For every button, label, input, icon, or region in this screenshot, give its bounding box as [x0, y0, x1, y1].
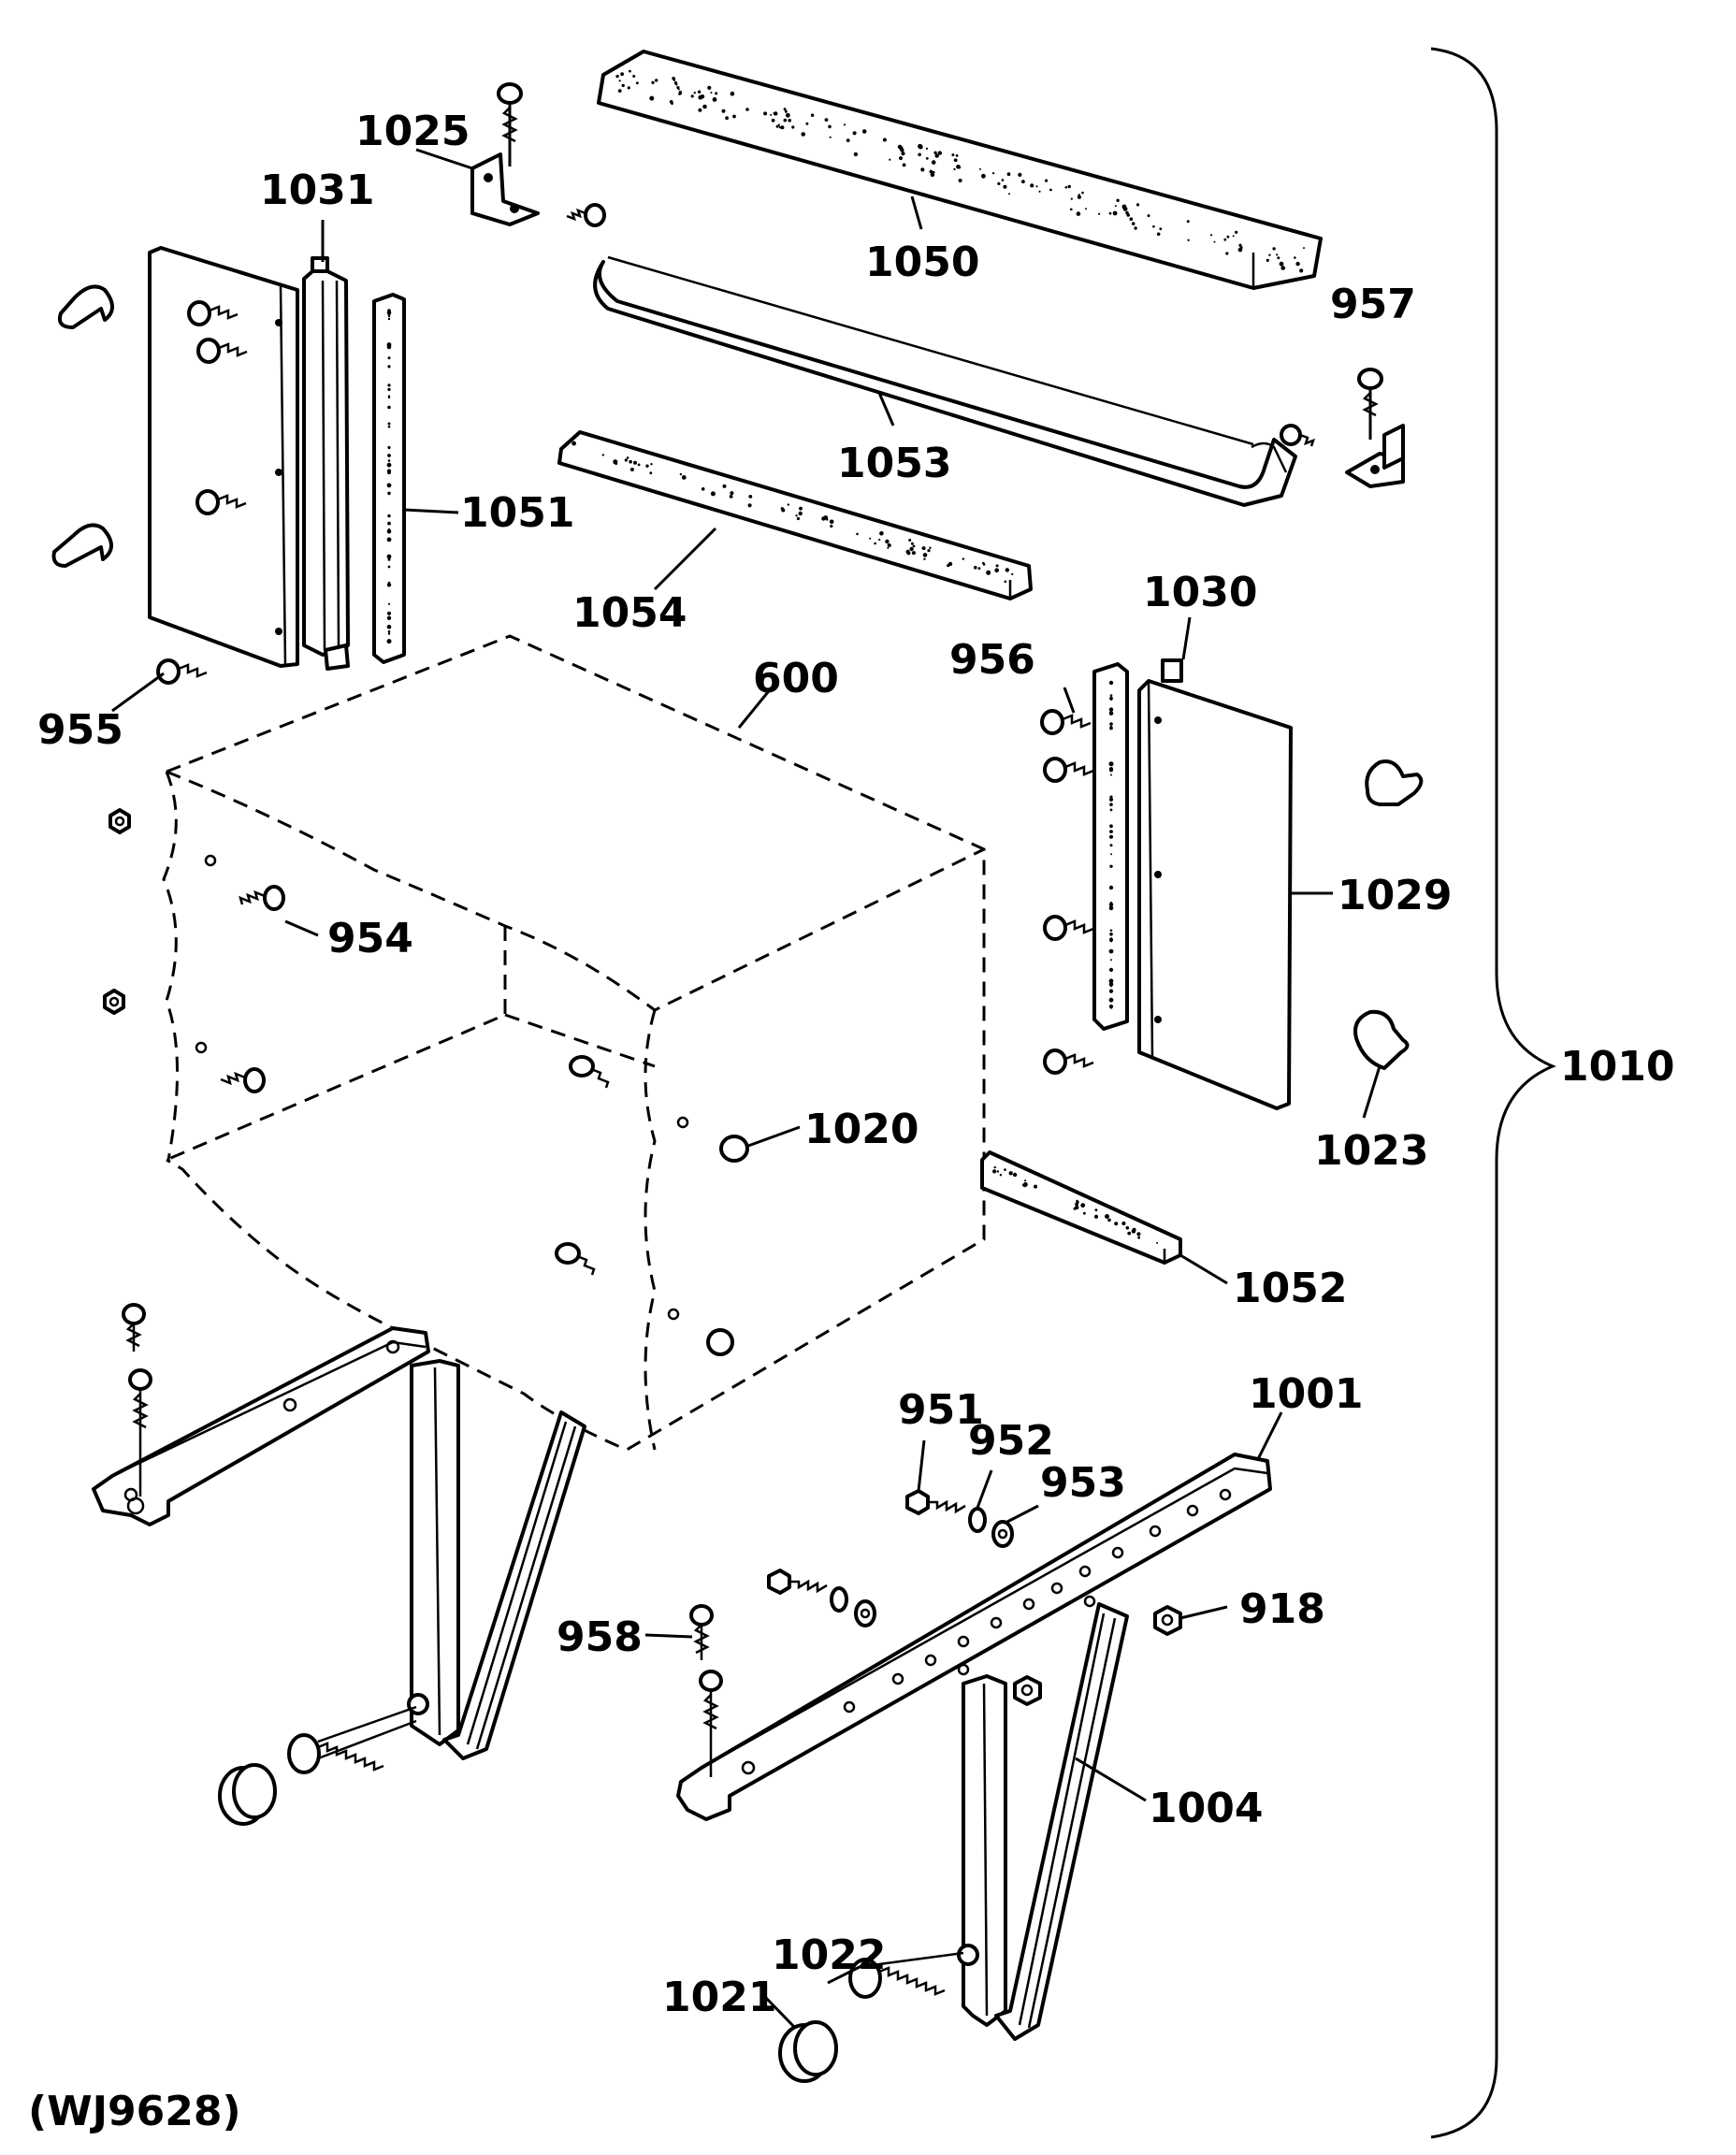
clip-right-upper [1365, 759, 1424, 806]
callout-labels: 1025 1031 1050 957 1053 1051 1054 1030 9… [28, 108, 1674, 2135]
label-600: 600 [753, 655, 839, 702]
screws-956 [1040, 709, 1094, 1075]
foam-strip-1050 [597, 50, 1323, 290]
right-leg-brace-1004 [957, 1602, 1129, 2041]
label-1031: 1031 [260, 166, 374, 214]
label-955: 955 [37, 706, 123, 754]
left-leveling-foot [218, 1705, 417, 1826]
left-base-rail [92, 1326, 430, 1526]
screws-left-base [122, 1303, 152, 1497]
fasteners-954 [103, 808, 285, 1093]
right-base-rail-1001 [676, 1453, 1272, 1821]
label-1022: 1022 [772, 1931, 886, 1979]
foam-strip-1052 [980, 1150, 1182, 1265]
bolts-951-953 [767, 1489, 1014, 1627]
label-956: 956 [949, 636, 1035, 684]
label-957: 957 [1330, 281, 1416, 328]
foam-strip-1054 [557, 430, 1033, 600]
label-954: 954 [327, 915, 413, 962]
nut-918 [1013, 1605, 1182, 1706]
clip-left-lower [51, 523, 113, 568]
label-918: 918 [1239, 1585, 1325, 1633]
label-1052: 1052 [1233, 1265, 1347, 1312]
foot-cap-1021 [778, 2020, 838, 2083]
label-1025: 1025 [355, 108, 470, 155]
label-1030: 1030 [1143, 569, 1257, 616]
label-1021: 1021 [662, 1974, 776, 2021]
fasteners-1020 [555, 1055, 749, 1356]
label-1020: 1020 [804, 1106, 919, 1153]
label-953: 953 [1040, 1459, 1126, 1507]
label-952: 952 [968, 1417, 1054, 1465]
label-1001: 1001 [1249, 1370, 1363, 1418]
label-1054: 1054 [572, 589, 687, 637]
right-side-panel-1029 [1092, 658, 1293, 1110]
cabinet-outline-600 [162, 634, 986, 1452]
drawing-code: (WJ9628) [28, 2088, 241, 2135]
label-1050: 1050 [865, 239, 979, 286]
label-1023: 1023 [1314, 1127, 1428, 1175]
label-951: 951 [898, 1386, 984, 1434]
label-1029: 1029 [1338, 872, 1452, 919]
label-1010: 1010 [1560, 1043, 1674, 1091]
label-1051: 1051 [460, 489, 574, 537]
leader-lines [111, 148, 1382, 2030]
clip-right-lower-1023 [1353, 1009, 1410, 1070]
left-leg-brace [407, 1359, 586, 1760]
label-1053: 1053 [837, 440, 951, 487]
assembly-bracket [1430, 47, 1556, 2139]
top-cover-1053 [593, 255, 1297, 507]
bracket-1025 [470, 82, 606, 227]
label-958: 958 [557, 1613, 643, 1661]
left-side-panel [148, 246, 406, 671]
label-1004: 1004 [1149, 1785, 1263, 1832]
clip-left-upper [57, 284, 114, 329]
bracket-957 [1280, 368, 1405, 488]
screws-958 [689, 1604, 723, 1777]
screws-955 [156, 300, 248, 685]
